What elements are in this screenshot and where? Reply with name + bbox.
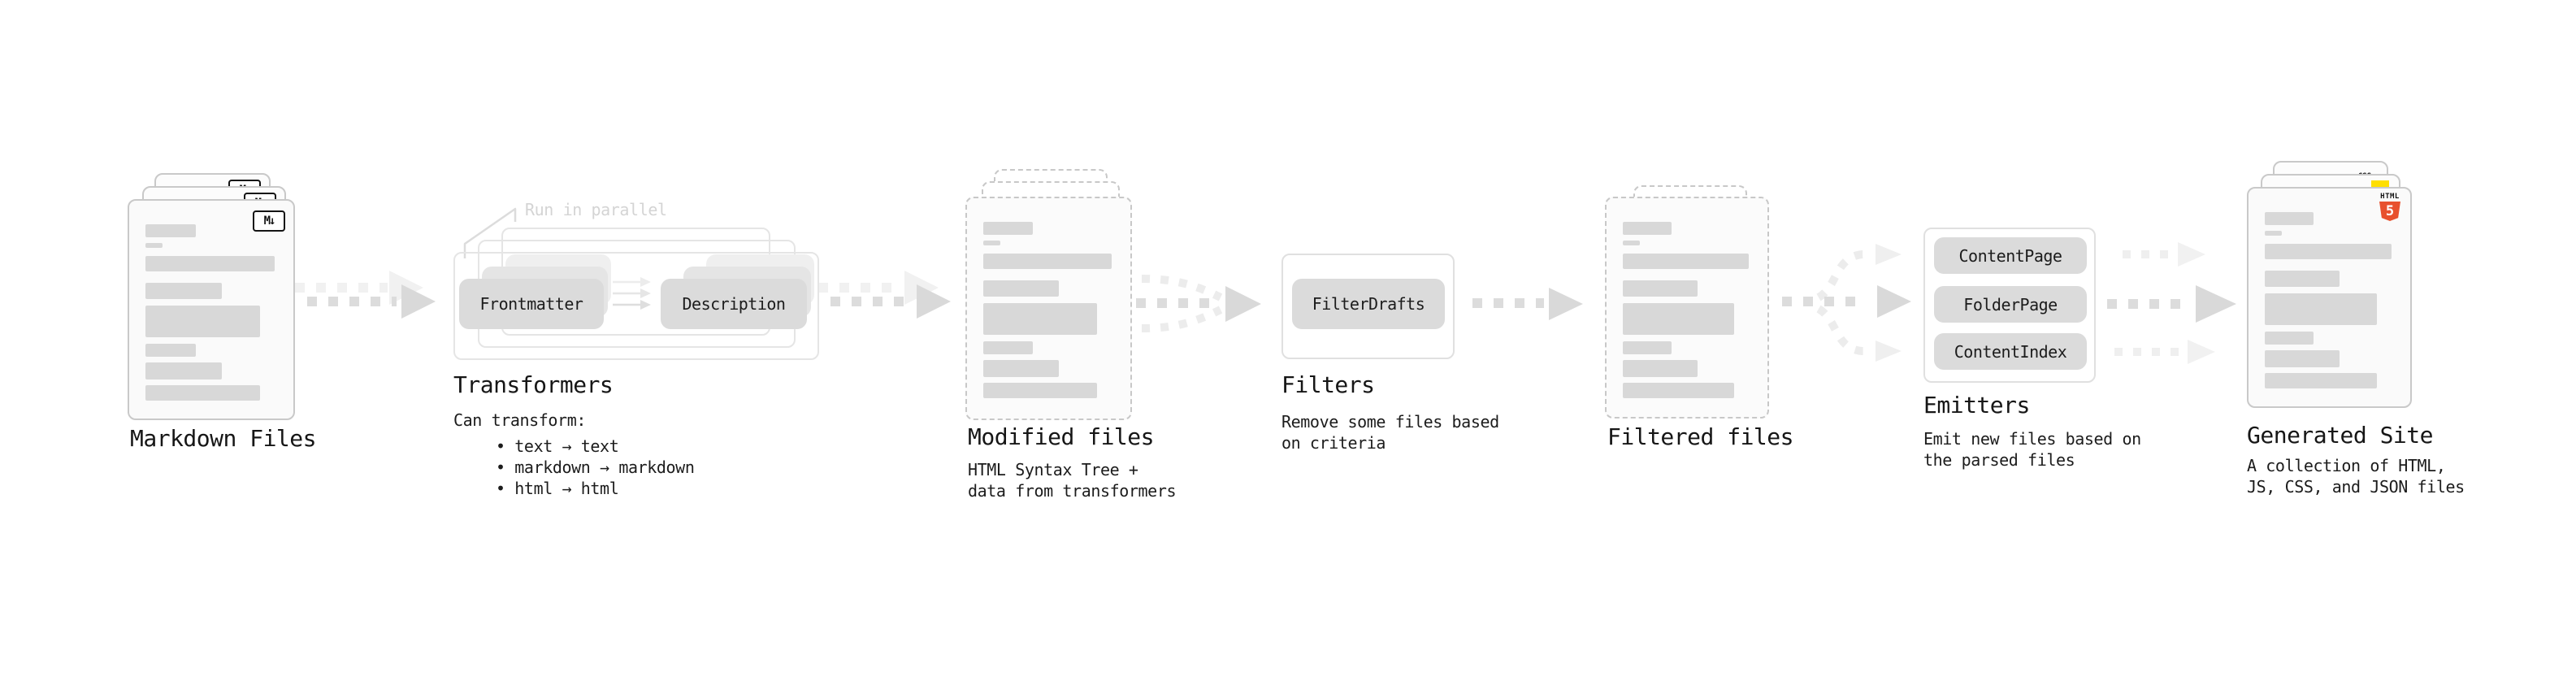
html5-icon: HTML 5: [2378, 193, 2402, 221]
run-in-parallel-callout-line: [463, 207, 517, 258]
description-pill-label: Description: [682, 294, 786, 314]
generated-file-card-front: HTML 5: [2247, 187, 2412, 408]
transformers-caption: Can transform:: [453, 410, 586, 430]
transformers-title: Transformers: [453, 371, 614, 398]
transformer-box-front: [453, 252, 819, 360]
emitters-caption-line: Emit new files based on: [1923, 429, 2141, 449]
run-in-parallel-note: Run in parallel: [525, 200, 667, 219]
frontmatter-pill: Frontmatter: [459, 279, 604, 329]
arrow-emitters-to-generated: [2107, 242, 2236, 364]
arrow-modified-to-filters: [1136, 275, 1261, 332]
markdown-icon: M↓: [253, 210, 285, 232]
filtered-files-title: Filtered files: [1607, 423, 1794, 450]
transformers-bullet: • markdown → markdown: [496, 458, 695, 477]
contentindex-pill: ContentIndex: [1934, 333, 2087, 370]
modified-file-card-front: [965, 197, 1132, 420]
emitters-title: Emitters: [1923, 392, 2030, 419]
document-placeholder-lines: [1623, 222, 1751, 398]
transformers-bullet: • html → html: [496, 479, 619, 498]
html5-icon-word: HTML: [2380, 193, 2400, 201]
description-pill: Description: [661, 279, 807, 329]
filters-title: Filters: [1281, 371, 1375, 398]
emitters-caption-line: the parsed files: [1923, 450, 2075, 470]
document-placeholder-lines: [983, 222, 1114, 398]
filters-caption-line: Remove some files based: [1281, 412, 1499, 432]
contentindex-pill-label: ContentIndex: [1954, 341, 2067, 362]
transformer-inner-arrows: [613, 277, 651, 310]
generated-site-caption-line: JS, CSS, and JSON files: [2247, 477, 2465, 497]
html5-icon-number: 5: [2385, 203, 2395, 219]
arrow-filtered-to-emitters: [1782, 244, 1911, 362]
markdown-file-card-front: M↓: [128, 199, 295, 420]
filtered-file-card-front: [1605, 197, 1769, 419]
contentpage-pill-label: ContentPage: [1958, 245, 2062, 266]
document-placeholder-lines: [145, 224, 277, 401]
frontmatter-pill-label: Frontmatter: [479, 294, 583, 314]
folderpage-pill-label: FolderPage: [1963, 294, 2058, 314]
modified-files-title: Modified files: [968, 423, 1155, 450]
contentpage-pill: ContentPage: [1934, 237, 2087, 274]
generated-site-caption-line: A collection of HTML,: [2247, 456, 2446, 475]
html5-icon-shield: 5: [2379, 202, 2400, 221]
document-placeholder-lines: [2265, 212, 2394, 388]
transformers-bullet: • text → text: [496, 436, 619, 456]
arrow-markdown-to-transformers: [295, 271, 436, 319]
folderpage-pill: FolderPage: [1934, 286, 2087, 323]
modified-files-caption-line: HTML Syntax Tree +: [968, 460, 1138, 479]
filterdrafts-pill-label: FilterDrafts: [1312, 294, 1425, 314]
generated-site-title: Generated Site: [2247, 422, 2434, 449]
arrow-transformers-to-modified: [818, 271, 951, 319]
modified-files-caption-line: data from transformers: [968, 481, 1177, 501]
filterdrafts-pill: FilterDrafts: [1292, 279, 1445, 329]
arrow-filters-to-filtered: [1472, 288, 1583, 320]
markdown-files-title: Markdown Files: [130, 425, 317, 452]
markdown-icon-label: M↓: [263, 215, 276, 228]
filters-caption-line: on criteria: [1281, 433, 1386, 453]
